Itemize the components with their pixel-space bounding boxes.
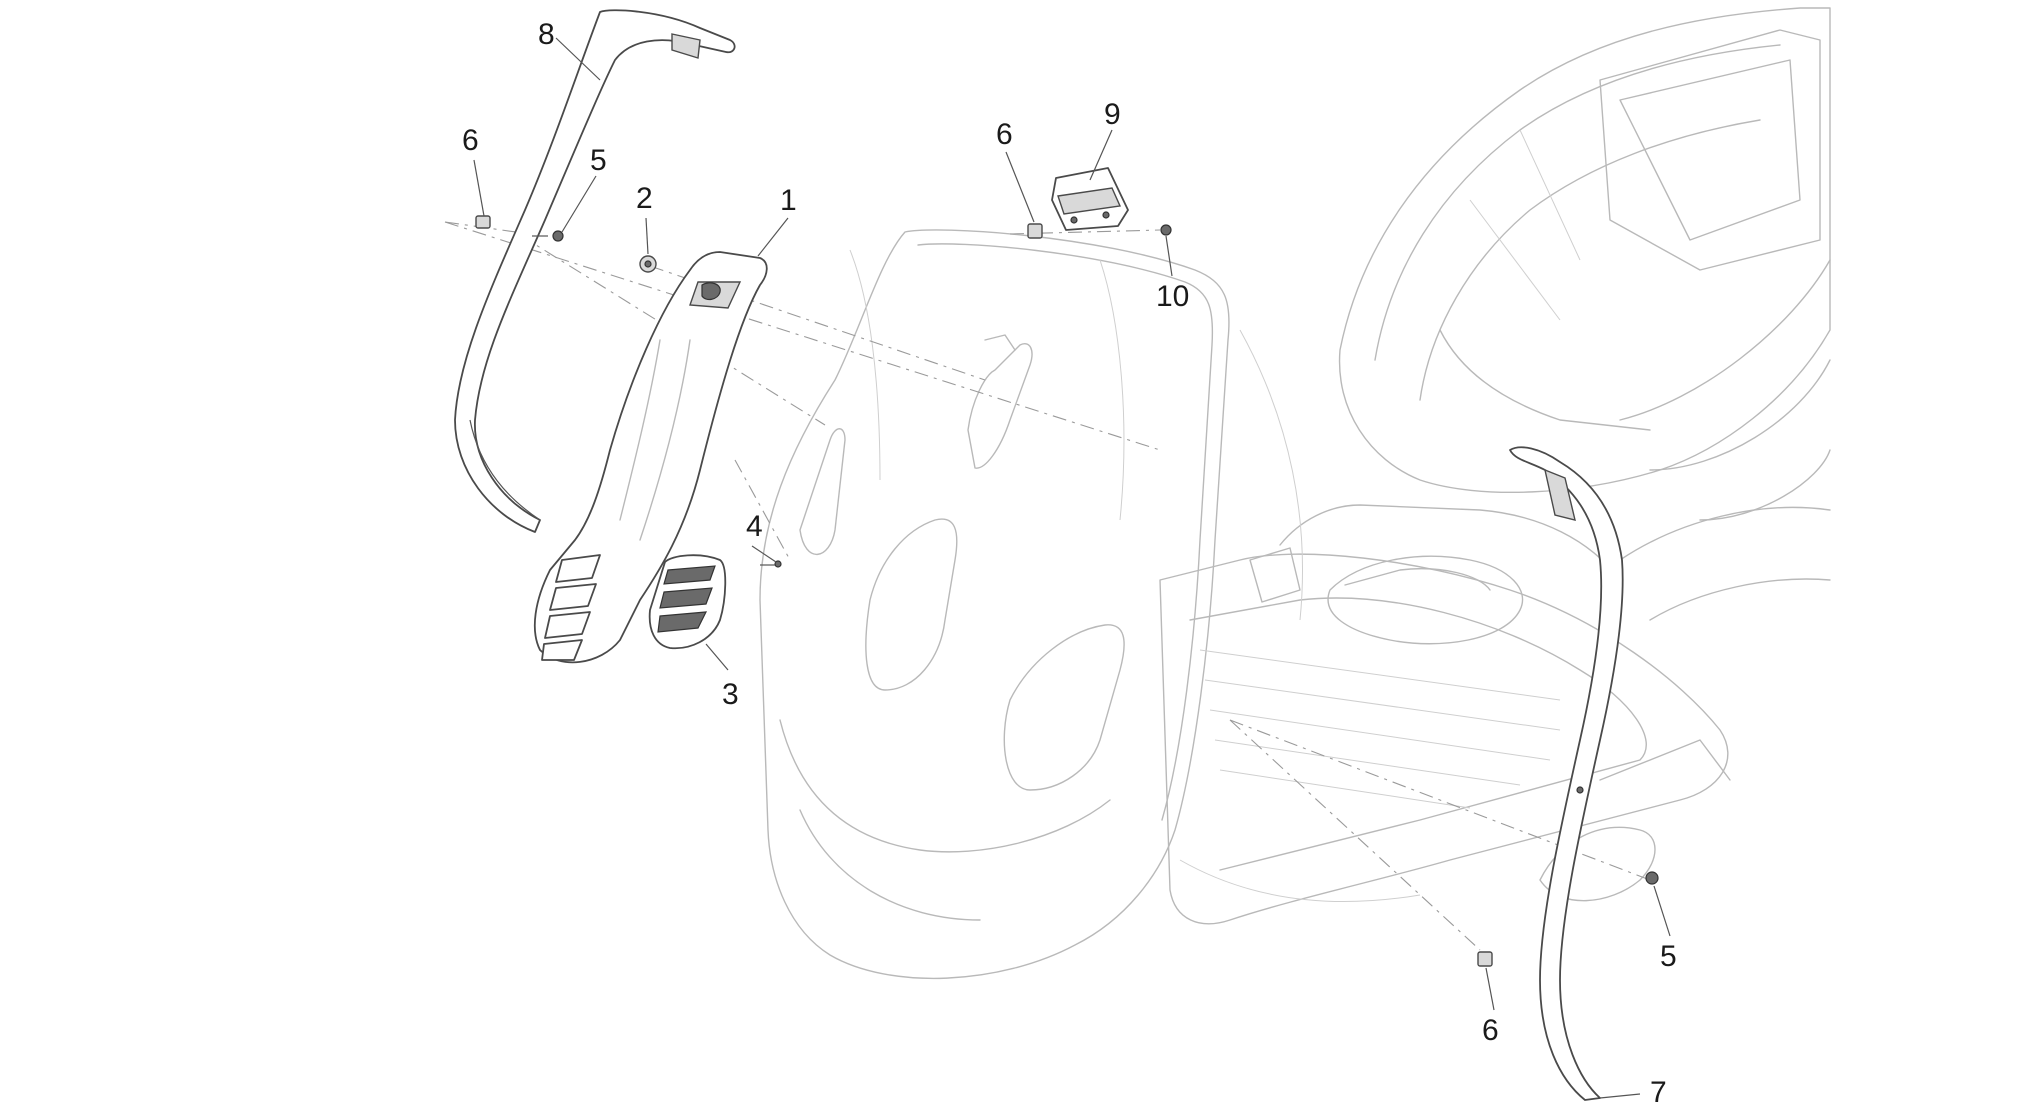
part-7-right-trim [1509, 446, 1624, 1101]
callout-6-left: 6 [462, 124, 479, 157]
callout-4: 4 [746, 510, 763, 543]
clip-6-left [475, 215, 491, 229]
scooter-body-outline [759, 7, 1831, 980]
callout-5-left: 5 [590, 144, 607, 177]
callout-10: 10 [1156, 280, 1189, 313]
callout-5-right: 5 [1660, 940, 1677, 973]
screw-4 [774, 560, 782, 568]
clip-6-right [1477, 951, 1493, 967]
callout-9: 9 [1104, 98, 1121, 131]
callout-8: 8 [538, 18, 555, 51]
part-8-left-trim [454, 9, 736, 533]
callout-1: 1 [780, 184, 797, 217]
callout-labels: 8 6 5 2 1 4 3 6 9 10 5 6 7 [462, 18, 1677, 1104]
callout-leaders [473, 37, 1671, 1099]
callout-3: 3 [722, 678, 739, 711]
screw-10 [1160, 224, 1172, 236]
callout-2: 2 [636, 182, 653, 215]
part-3-grille-insert [648, 554, 727, 650]
clip-6-top [1027, 223, 1043, 239]
callout-6-top: 6 [996, 118, 1013, 151]
part-1-horn-cover [533, 251, 768, 664]
screw-5-right [1645, 871, 1659, 885]
callout-6-right: 6 [1482, 1014, 1499, 1047]
screw-5-left [552, 230, 564, 242]
callout-7: 7 [1650, 1076, 1667, 1104]
fasteners [475, 167, 1659, 967]
